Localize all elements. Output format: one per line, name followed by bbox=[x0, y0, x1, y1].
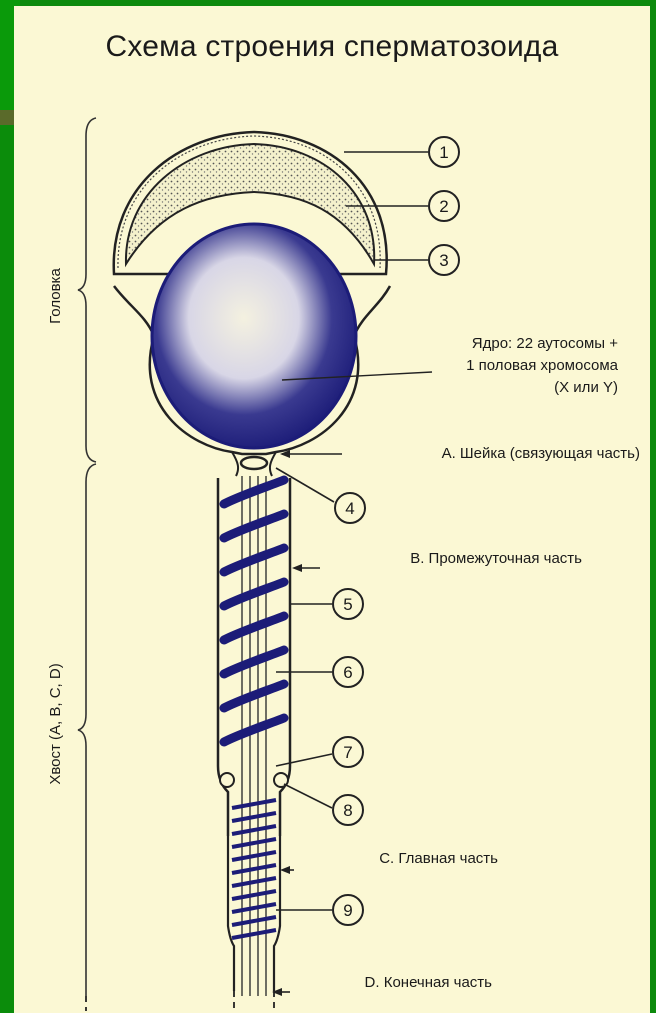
svg-text:(X или Y): (X или Y) bbox=[554, 379, 618, 396]
sheath-rib bbox=[232, 839, 276, 847]
sheath-rib bbox=[232, 813, 276, 821]
marker-4: 4 bbox=[335, 493, 365, 523]
svg-text:2: 2 bbox=[439, 197, 448, 216]
helix-coil bbox=[224, 718, 284, 742]
svg-text:4: 4 bbox=[345, 499, 354, 518]
sheath-rib bbox=[232, 904, 276, 912]
svg-text:1: 1 bbox=[439, 143, 448, 162]
sheath-rib bbox=[232, 891, 276, 899]
svg-text:Ядро: 22 аутосомы +: Ядро: 22 аутосомы + bbox=[472, 335, 618, 352]
mitochondrial-helix bbox=[224, 480, 284, 742]
helix-coil bbox=[224, 582, 284, 606]
marker-3: 3 bbox=[429, 245, 459, 275]
marker-8: 8 bbox=[333, 795, 363, 825]
section-c-label: C. Главная часть bbox=[280, 850, 498, 874]
nucleus bbox=[152, 224, 356, 448]
marker-1: 1 bbox=[429, 137, 459, 167]
helix-coil bbox=[224, 650, 284, 674]
head-region-label: Головка bbox=[47, 268, 64, 324]
svg-text:5: 5 bbox=[343, 595, 352, 614]
helix-coil bbox=[224, 616, 284, 640]
section-a-label: A. Шейка (связующая часть) bbox=[280, 445, 640, 462]
svg-text:1 половая хромосома: 1 половая хромосома bbox=[466, 357, 619, 374]
sheath-rib bbox=[232, 826, 276, 834]
marker-6: 6 bbox=[333, 657, 363, 687]
head-brace bbox=[78, 118, 96, 462]
section-b-label: B. Промежуточная часть bbox=[292, 550, 582, 572]
helix-coil bbox=[224, 514, 284, 538]
tail-region-label: Хвост (A, B, C, D) bbox=[47, 663, 64, 784]
sperm-diagram: Головка Хвост (A, B, C, D) bbox=[14, 6, 650, 1013]
svg-text:3: 3 bbox=[439, 251, 448, 270]
sheath-rib bbox=[232, 800, 276, 808]
svg-text:C. Главная часть: C. Главная часть bbox=[379, 850, 498, 867]
svg-text:B. Промежуточная часть: B. Промежуточная часть bbox=[410, 550, 582, 567]
svg-text:6: 6 bbox=[343, 663, 352, 682]
svg-text:8: 8 bbox=[343, 801, 352, 820]
end-piece bbox=[86, 991, 274, 1011]
svg-text:9: 9 bbox=[343, 901, 352, 920]
annulus-left bbox=[220, 773, 234, 787]
section-d-label: D. Конечная часть bbox=[272, 974, 492, 996]
sheath-rib bbox=[232, 865, 276, 873]
fibrous-sheath bbox=[232, 800, 276, 938]
marker-2: 2 bbox=[429, 191, 459, 221]
diagram-panel: Схема строения сперматозоида Головка Хво… bbox=[14, 6, 650, 1013]
marker-7: 7 bbox=[333, 737, 363, 767]
helix-coil bbox=[224, 684, 284, 708]
tail-brace bbox=[78, 464, 96, 996]
marker-9: 9 bbox=[333, 895, 363, 925]
helix-coil bbox=[224, 480, 284, 504]
sheath-rib bbox=[232, 852, 276, 860]
helix-coil bbox=[224, 548, 284, 572]
neck bbox=[232, 452, 276, 476]
svg-text:D. Конечная часть: D. Конечная часть bbox=[365, 974, 493, 991]
centriole bbox=[241, 457, 267, 469]
marker-5: 5 bbox=[333, 589, 363, 619]
svg-text:A. Шейка (связующая часть): A. Шейка (связующая часть) bbox=[442, 445, 640, 462]
sheath-rib bbox=[232, 930, 276, 938]
sheath-rib bbox=[232, 878, 276, 886]
sheath-rib bbox=[232, 917, 276, 925]
svg-text:7: 7 bbox=[343, 743, 352, 762]
